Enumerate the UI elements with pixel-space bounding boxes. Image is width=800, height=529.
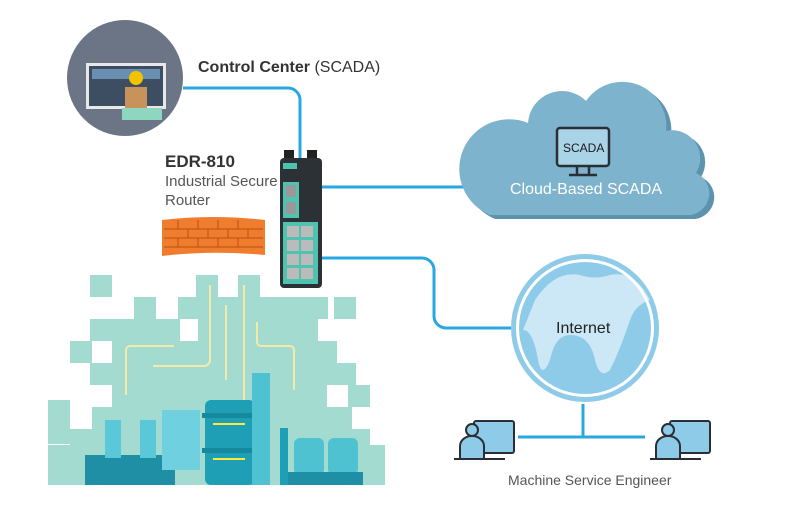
factory-buildings (85, 373, 363, 485)
control-center-subtitle: (SCADA) (314, 59, 381, 76)
engineer-right-icon (650, 420, 711, 460)
globe-icon (511, 254, 659, 402)
control-center-label: Control Center (SCADA) (198, 59, 380, 77)
control-center-icon (67, 20, 183, 136)
router-desc-line1: Industrial Secure (165, 173, 278, 190)
cloud-screen-label: SCADA (563, 141, 605, 155)
router-desc-line2: Router (165, 192, 211, 209)
internet-label: Internet (556, 320, 611, 337)
control-center-title: Control Center (198, 59, 310, 76)
cloud-label: Cloud-Based SCADA (510, 181, 663, 198)
network-links (183, 86, 645, 439)
cloud-icon (459, 81, 715, 219)
engineer-left-icon (454, 420, 515, 460)
circuit-lines (125, 285, 295, 415)
router-model: EDR-810 (165, 152, 235, 171)
edr-810-router-icon (280, 150, 322, 288)
engineer-label: Machine Service Engineer (508, 472, 672, 488)
firewall-brick-icon (162, 217, 265, 256)
